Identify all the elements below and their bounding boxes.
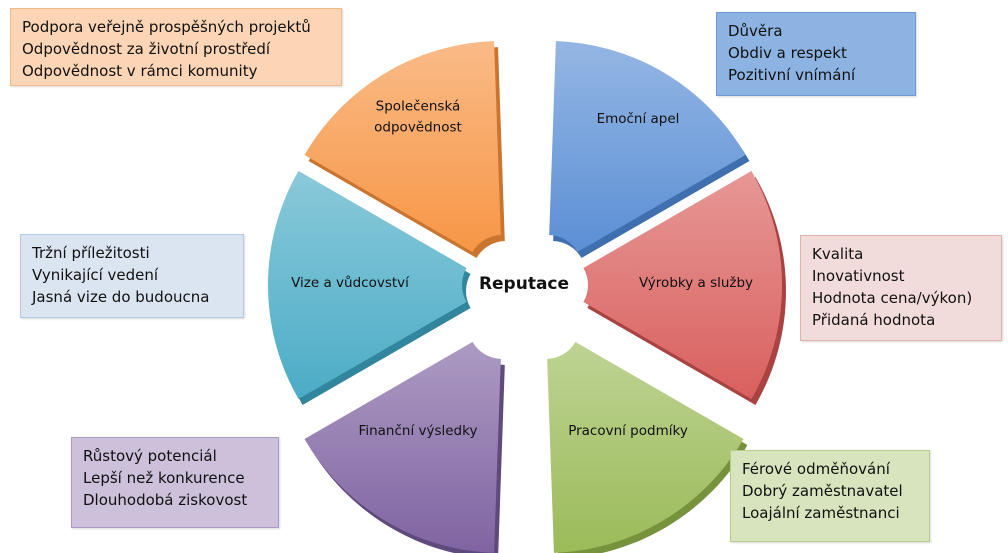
segment-financni-vysledky: Finanční výsledky <box>304 342 505 553</box>
box-line: Jasná vize do budoucna <box>32 288 210 306</box>
box-line: Dobrý zaměstnavatel <box>742 482 903 500</box>
box-line: Férové odměňování <box>742 460 890 478</box>
segment-vyrobky-a-sluzby: Výrobky a služby <box>583 171 786 405</box>
segment-label: Pracovní podmíky <box>568 423 688 439</box>
segment-emocni-apel: Emoční apel <box>549 41 750 259</box>
box-line: Lepší než konkurence <box>83 469 245 487</box>
segment-label: Finanční výsledky <box>359 423 478 439</box>
segment-gloss <box>547 342 744 553</box>
box-vyrobky-a-sluzby: Kvalita Inovativnost Hodnota cena/výkon)… <box>800 235 1002 341</box>
box-line: Podpora veřejně prospěšných projektů <box>22 18 311 36</box>
segment-gloss <box>583 171 782 399</box>
box-line: Inovativnost <box>812 267 905 285</box>
box-line: Vynikající vedení <box>32 266 159 284</box>
box-line: Hodnota cena/výkon) <box>812 289 973 307</box>
box-line: Dlouhodobá ziskovost <box>83 491 248 509</box>
box-line: Odpovědnost v rámci komunity <box>22 62 258 80</box>
segment-gloss <box>549 41 746 253</box>
box-line: Přidaná hodnota <box>812 311 936 329</box>
segment-label: Vize a vůdcovství <box>291 275 410 291</box>
segment-pracovni-podminky: Pracovní podmíky <box>547 342 748 553</box>
box-line: Důvěra <box>728 22 783 40</box>
segment-label: Emoční apel <box>597 111 680 127</box>
segment-vize-a-vudcovstvi: Vize a vůdcovství <box>268 171 471 405</box>
box-emocni-apel: Důvěra Obdiv a respekt Pozitivní vnímání <box>716 12 916 96</box>
segment-spolecenska-odpovednost: Společenská odpovědnost <box>304 41 505 259</box>
box-line: Pozitivní vnímání <box>728 66 856 84</box>
box-pracovni-podminky: Férové odměňování Dobrý zaměstnavatel Lo… <box>730 450 930 542</box>
box-line: Růstový potenciál <box>83 447 217 465</box>
segment-label: Společenská <box>376 99 461 115</box>
box-vize-a-vudcovstvi: Tržní příležitosti Vynikající vedení Jas… <box>20 234 244 318</box>
segment-gloss <box>304 342 501 553</box>
box-spolecenska-odpovednost: Podpora veřejně prospěšných projektů Odp… <box>10 8 342 86</box>
box-line: Tržní příležitosti <box>32 244 150 262</box>
box-line: Kvalita <box>812 245 864 263</box>
segment-gloss <box>268 171 467 399</box>
box-financni-vysledky: Růstový potenciál Lepší než konkurence D… <box>71 437 279 528</box>
segment-gloss <box>304 41 501 253</box>
segment-label: Výrobky a služby <box>639 275 753 291</box>
segment-label: odpovědnost <box>374 120 462 136</box>
box-line: Loajální zaměstnanci <box>742 504 900 522</box>
box-line: Odpovědnost za životní prostředí <box>22 40 271 58</box>
box-line: Obdiv a respekt <box>728 44 847 62</box>
center-label: Reputace <box>479 274 569 294</box>
